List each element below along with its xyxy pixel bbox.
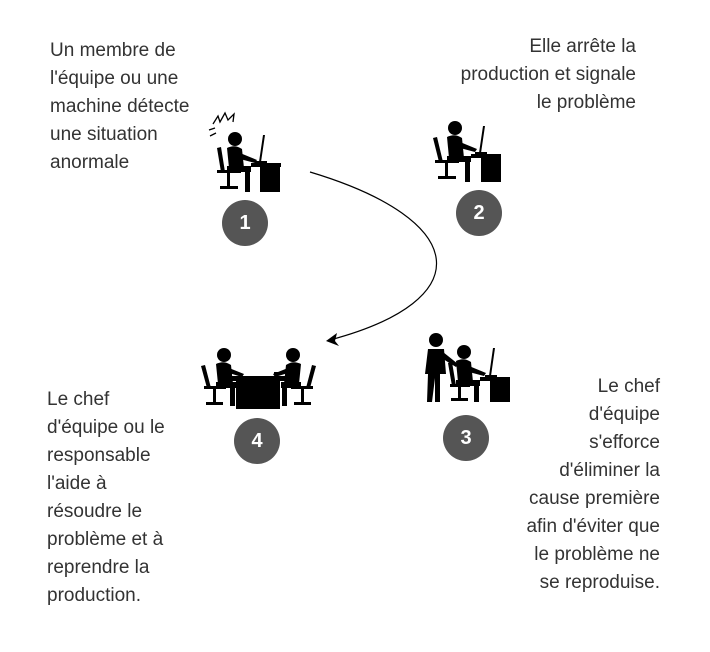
worker-alert-at-desk-icon — [208, 111, 281, 192]
worker-at-desk-icon — [433, 121, 501, 182]
step-4-badge: 4 — [234, 418, 280, 464]
step-2-badge: 2 — [456, 190, 502, 236]
step-1-badge: 1 — [222, 200, 268, 246]
step-3-badge: 3 — [443, 415, 489, 461]
step-2-caption: Elle arrête la production et signale le … — [460, 36, 636, 113]
two-people-meeting-icon — [201, 348, 316, 409]
supervisor-with-worker-icon — [425, 333, 510, 402]
step-3-caption: Le chef d'équipe s'efforce d'éliminer la… — [526, 376, 660, 593]
step-4-caption: Le chef d'équipe ou le responsable l'aid… — [47, 389, 165, 606]
step-1-caption: Un membre de l'équipe ou une machine dét… — [50, 40, 190, 173]
